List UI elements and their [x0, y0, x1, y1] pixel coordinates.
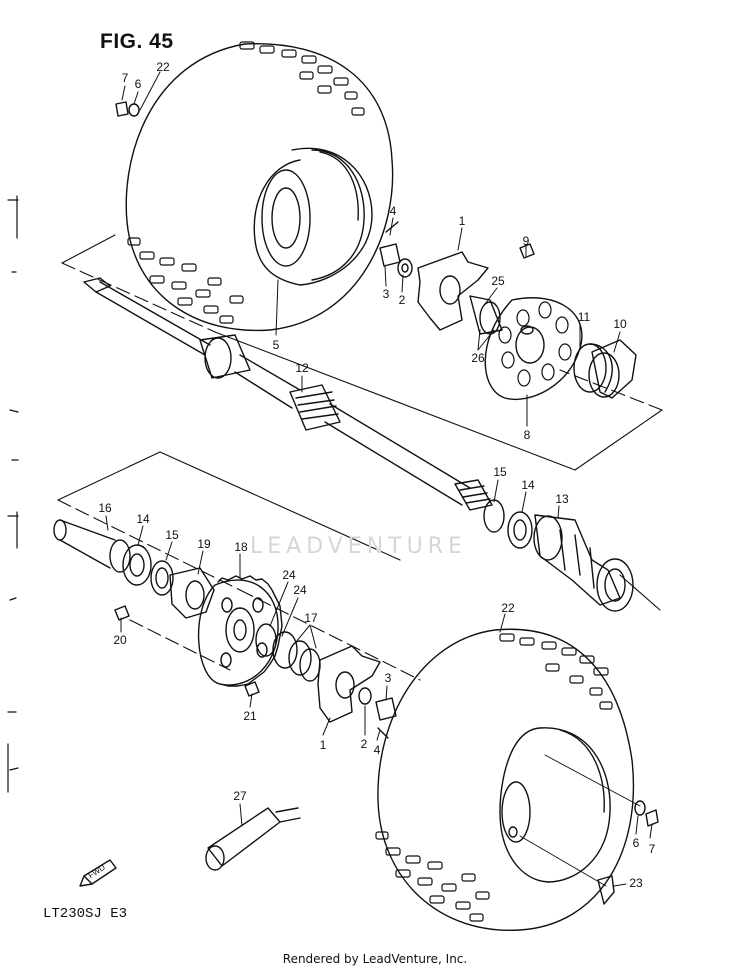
leader-lines — [105, 71, 653, 887]
callout-10: 10 — [613, 317, 627, 331]
callout-5: 5 — [272, 338, 280, 352]
callout-3b: 3 — [384, 671, 392, 685]
callout-22: 22 — [156, 60, 170, 74]
axle-tool — [205, 807, 301, 871]
figure-title: FIG. 45 — [100, 30, 174, 53]
callout-6b: 6 — [632, 836, 640, 850]
callout-15b: 15 — [165, 528, 179, 542]
callout-21: 21 — [243, 709, 257, 723]
bearing-case — [483, 499, 634, 612]
callout-24: 24 — [282, 568, 296, 582]
rear-axle — [83, 277, 493, 511]
callout-23: 23 — [629, 876, 643, 890]
callout-7b: 7 — [648, 842, 656, 856]
callout-26: 26 — [471, 351, 485, 365]
callout-7: 7 — [121, 71, 129, 85]
callout-14b: 14 — [136, 512, 150, 526]
callout-20: 20 — [113, 633, 127, 647]
lower-wheel — [375, 628, 659, 931]
callout-1b: 1 — [319, 738, 327, 752]
callout-16: 16 — [98, 501, 112, 515]
upper-tire-tread — [127, 41, 365, 324]
callout-3: 3 — [382, 287, 390, 301]
callout-2b: 2 — [360, 737, 368, 751]
callout-14: 14 — [521, 478, 535, 492]
lower-assembly-frame — [57, 451, 661, 681]
callout-12: 12 — [295, 361, 309, 375]
callout-27: 27 — [233, 789, 247, 803]
scan-margin-marks — [7, 195, 19, 793]
callout-2: 2 — [398, 293, 406, 307]
sprocket-disc-holes — [498, 301, 572, 387]
lower-hub-parts — [53, 519, 397, 739]
callout-13: 13 — [555, 492, 569, 506]
callout-11: 11 — [577, 310, 591, 324]
fwd-arrow — [79, 859, 117, 887]
callout-4: 4 — [389, 204, 397, 218]
model-code: LT230SJ E3 — [43, 906, 128, 922]
callout-18: 18 — [234, 540, 248, 554]
callout-8: 8 — [523, 428, 531, 442]
callout-1: 1 — [458, 214, 466, 228]
lower-tire-tread — [375, 633, 613, 922]
upper-hub-parts — [379, 221, 637, 400]
callout-17: 17 — [304, 611, 318, 625]
watermark-text: LEADVENTURE — [250, 534, 467, 559]
footer-credit: Rendered by LeadVenture, Inc. — [282, 952, 468, 966]
callout-24b: 24 — [293, 583, 307, 597]
nut-washer-upper — [115, 101, 140, 117]
callout-4b: 4 — [373, 743, 381, 757]
callout-15: 15 — [493, 465, 507, 479]
upper-wheel — [125, 41, 394, 332]
callout-9: 9 — [522, 234, 530, 248]
upper-assembly-frame — [61, 234, 663, 471]
callout-19: 19 — [197, 537, 211, 551]
callout-22b: 22 — [501, 601, 515, 615]
callout-25: 25 — [491, 274, 505, 288]
callout-6: 6 — [134, 77, 142, 91]
